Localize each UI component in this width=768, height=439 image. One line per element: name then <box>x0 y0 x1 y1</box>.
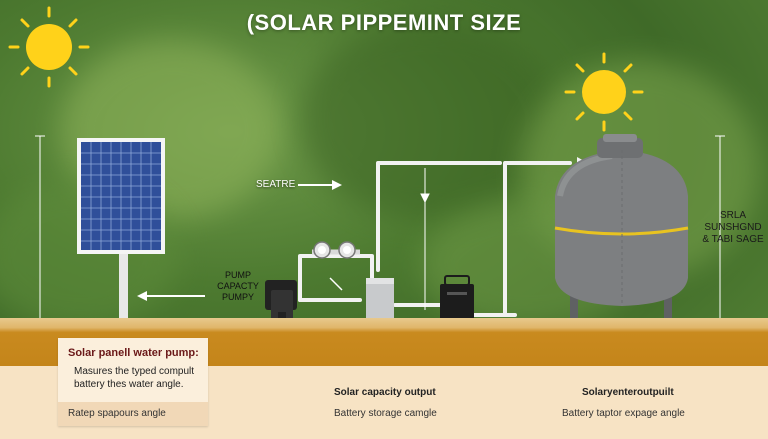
column-title-solar-capacity: Solar capacity output <box>334 387 436 398</box>
tank-label-line: & TABI SAGE <box>702 234 764 245</box>
column-desc-solar-output: Battery taptor expage angle <box>562 408 685 419</box>
column-title-solar-output: Solaryenteroutpuilt <box>582 387 674 398</box>
info-card-title: Solar panell water pump: <box>68 347 199 359</box>
arrow-left-icon <box>137 291 205 301</box>
foliage-blob <box>300 20 560 220</box>
tank-label-line: SUNSHGND <box>704 222 762 233</box>
info-desc-line: battery thes water angle. <box>74 379 184 390</box>
tank-label-line: SRLA <box>719 210 747 221</box>
battery-controller <box>440 275 474 324</box>
filter-unit <box>366 278 394 322</box>
pump-label-line: PUMP <box>224 270 251 280</box>
pump-capacity-label: PUMP CAPACTY PUMPY <box>214 270 262 303</box>
column-desc-solar-capacity: Battery storage camgle <box>334 408 437 419</box>
page-title: (SOLAR PIPPEMINT SIZE <box>246 10 522 35</box>
info-card-footer-text: Ratep spapours angle <box>68 408 166 419</box>
pressure-gauges <box>312 241 360 291</box>
pump-label-line: PUMPY <box>221 292 254 302</box>
solar-panel <box>77 138 165 324</box>
sun-icon-left <box>8 6 90 88</box>
info-card: Solar panell water pump: Masures the typ… <box>58 338 208 426</box>
info-card-description: Masures the typed compult battery thes w… <box>74 365 204 391</box>
sun-icon-right <box>564 52 644 132</box>
water-tank <box>554 134 689 321</box>
flow-line <box>420 168 430 310</box>
info-card-footer <box>58 402 208 426</box>
seatre-label: SEATRE <box>256 179 296 190</box>
height-measure-left <box>35 135 45 323</box>
tank-size-label: SRLA SUNSHGND & TABI SAGE <box>702 210 764 246</box>
pump-label-line: CAPACTY <box>217 281 259 291</box>
arrow-right-icon <box>298 180 342 190</box>
pipe-network <box>298 161 572 317</box>
info-desc-line: Masures the typed compult <box>74 366 195 377</box>
